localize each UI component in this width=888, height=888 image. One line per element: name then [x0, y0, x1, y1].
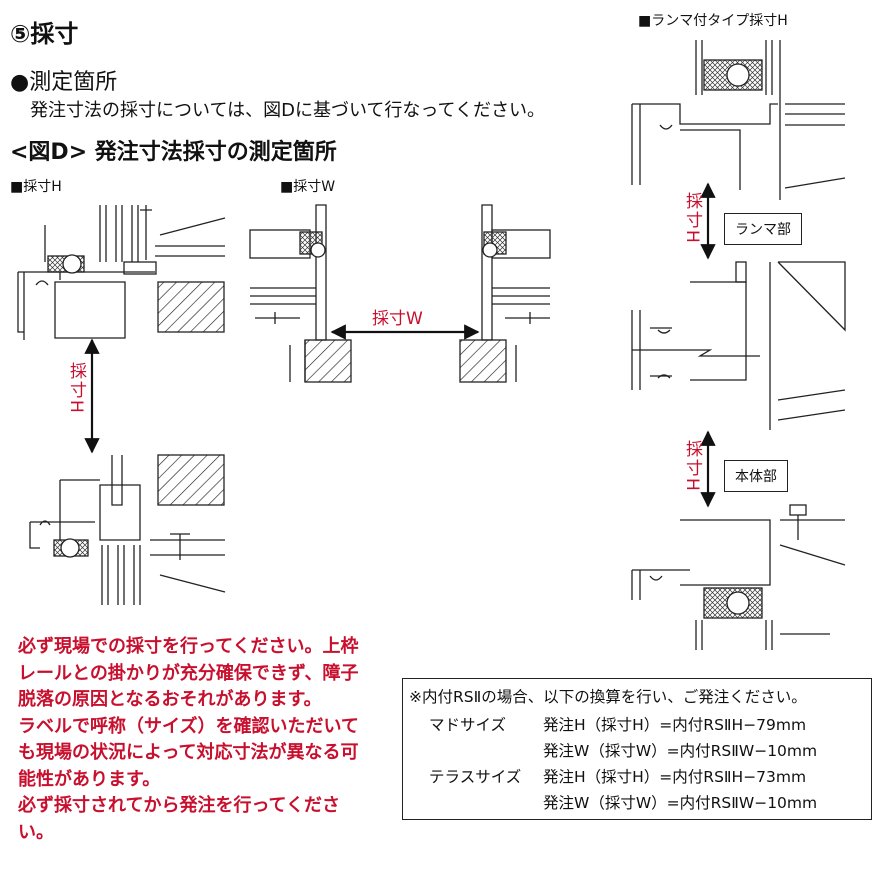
h-detail-bottom [29, 454, 226, 605]
section-subtitle: ●測定箇所 [10, 70, 118, 95]
warning-line: ラベルで呼称（サイズ）を確認いただいても現場の状況によって対応寸法が異なる可能性… [18, 715, 359, 790]
note-madosize-label: マドサイズ [429, 716, 507, 734]
conversion-note: ※内付RSⅡの場合、以下の換算を行い、ご発注ください。 マドサイズ 発注H（採寸… [402, 678, 872, 820]
dim-label-h-left: 採寸H [66, 362, 86, 415]
dim-label-w: 採寸W [372, 309, 423, 329]
note-terrace-label: テラスサイズ [429, 768, 522, 786]
warning-line: 必ず現場での採寸を行ってください。上枠レールとの掛かりが充分確保できず、障子脱落… [18, 636, 359, 710]
figure-title: <図D> 発注寸法採寸の測定箇所 [10, 140, 337, 165]
body-part-label: 本体部 [724, 460, 788, 492]
dim-label-h-ranma-top: 採寸H [682, 192, 702, 245]
note-header: ※内付RSⅡの場合、以下の換算を行い、ご発注ください。 [409, 688, 807, 706]
section-label-ranma: ■ランマ付タイプ採寸H [638, 13, 788, 29]
warning-line: 必ず採寸されてから発注を行ってください。 [18, 795, 341, 843]
note-madosize-h: 発注H（採寸H）=内付RSⅡH−79mm [543, 716, 807, 734]
intro-text: 発注寸法の採寸については、図Dに基づいて行なってください。 [30, 100, 545, 121]
section-title: ⑤採寸 [10, 20, 79, 48]
dim-label-h-ranma-bottom: 採寸H [682, 440, 702, 493]
w-detail-left [249, 204, 352, 383]
note-madosize-w: 発注W（採寸W）=内付RSⅡW−10mm [543, 742, 818, 760]
ranma-part-label: ランマ部 [724, 213, 802, 245]
warning-block: 必ず現場での採寸を行ってください。上枠レールとの掛かりが充分確保できず、障子脱落… [18, 634, 368, 846]
note-terrace-w: 発注W（採寸W）=内付RSⅡW−10mm [543, 794, 818, 812]
h-detail-top [17, 205, 226, 340]
note-terrace-h: 発注H（採寸H）=内付RSⅡH−73mm [543, 768, 807, 786]
ranma-detail [631, 40, 846, 650]
section-label-w: ■採寸W [280, 179, 336, 195]
section-label-h: ■採寸H [10, 179, 62, 195]
w-detail-right [459, 204, 551, 383]
